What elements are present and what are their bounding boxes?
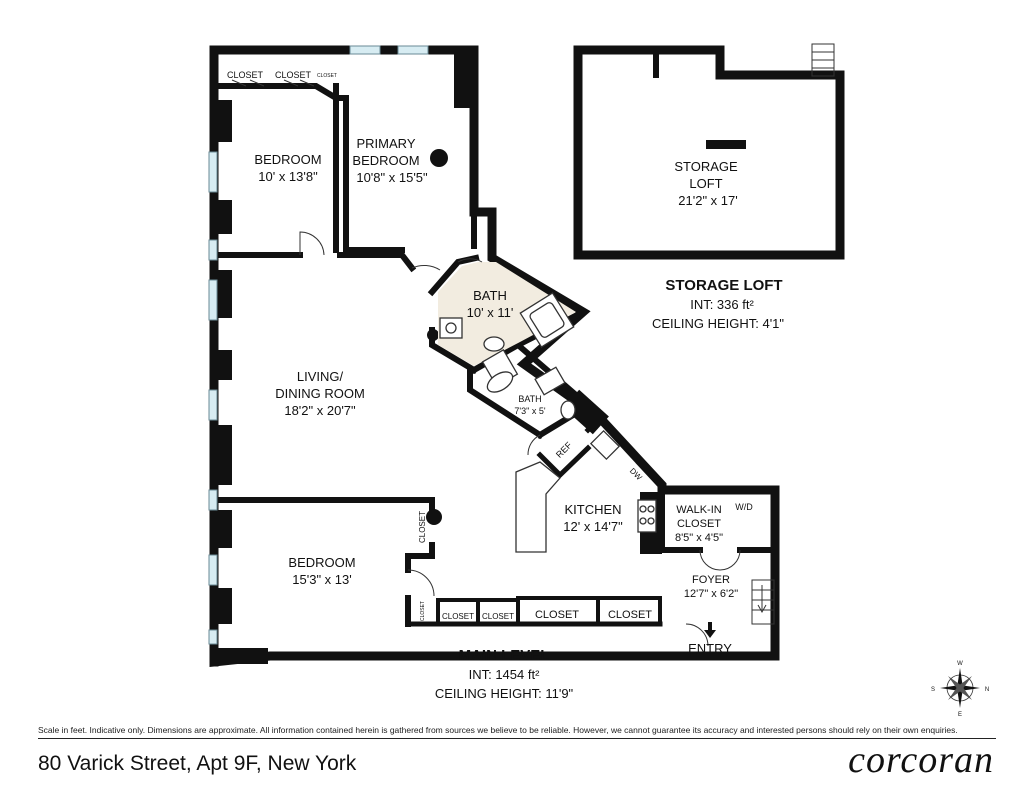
closet-label-small: CLOSET bbox=[420, 601, 426, 621]
storage-loft-title: STORAGE LOFT bbox=[665, 277, 782, 294]
bath2-name: BATH bbox=[518, 394, 541, 404]
storage-loft-int: INT: 336 ft² bbox=[690, 297, 754, 312]
walkin-dims: 8'5" x 4'5" bbox=[675, 532, 723, 544]
storage-loft-walls bbox=[573, 45, 845, 260]
primary-dims: 10'8" x 15'5" bbox=[356, 170, 428, 185]
storage-loft-ceiling: CEILING HEIGHT: 4'1" bbox=[652, 316, 784, 331]
entry-arrow-icon bbox=[704, 622, 716, 638]
closet-label: CLOSET bbox=[275, 70, 312, 80]
doors bbox=[231, 79, 741, 647]
property-address: 80 Varick Street, Apt 9F, New York bbox=[38, 752, 357, 775]
ref-label: REF bbox=[554, 440, 574, 460]
footer-divider bbox=[38, 738, 996, 739]
loft-beam bbox=[706, 140, 746, 149]
loft-stairs bbox=[811, 43, 835, 77]
living-dims: 18'2" x 20'7" bbox=[284, 403, 356, 418]
closet-label: CLOSET bbox=[227, 70, 264, 80]
living-name2: DINING ROOM bbox=[275, 386, 365, 401]
bedroom2-name: BEDROOM bbox=[288, 555, 355, 570]
foyer-stairs bbox=[751, 579, 775, 625]
entry-label: ENTRY bbox=[688, 641, 732, 656]
storage-name2: LOFT bbox=[689, 176, 722, 191]
bedroom1-name: BEDROOM bbox=[254, 152, 321, 167]
walkin-name1: WALK-IN bbox=[676, 504, 721, 516]
kitchen-dims: 12' x 14'7" bbox=[563, 519, 623, 534]
bath1-name: BATH bbox=[473, 288, 507, 303]
bedroom1-dims: 10' x 13'8" bbox=[258, 169, 318, 184]
storage-name1: STORAGE bbox=[674, 159, 738, 174]
living-name1: LIVING/ bbox=[297, 369, 344, 384]
bath-fixtures bbox=[439, 292, 657, 533]
kitchen-island bbox=[515, 461, 561, 553]
walkin-name2: CLOSET bbox=[677, 518, 721, 530]
primary-name2: BEDROOM bbox=[352, 153, 419, 168]
main-level-int: INT: 1454 ft² bbox=[469, 667, 540, 682]
foyer-name: FOYER bbox=[692, 574, 730, 586]
kitchen-name: KITCHEN bbox=[564, 502, 621, 517]
closet-label: CLOSET bbox=[535, 609, 579, 621]
primary-name1: PRIMARY bbox=[357, 136, 416, 151]
storage-dims: 21'2" x 17' bbox=[678, 193, 737, 208]
wall-columns bbox=[210, 50, 662, 664]
closet-label: CLOSET bbox=[317, 73, 337, 79]
brand-logo: corcoran bbox=[848, 739, 994, 781]
bedroom2-dims: 15'3" x 13' bbox=[292, 572, 351, 587]
main-level-ceiling: CEILING HEIGHT: 11'9" bbox=[435, 686, 574, 701]
foyer-dims: 12'7" x 6'2" bbox=[684, 588, 738, 600]
main-level-title: MAIN LEVEL bbox=[459, 647, 550, 664]
closet-label: CLOSET bbox=[442, 612, 474, 621]
closet-label: CLOSET bbox=[482, 612, 514, 621]
bath1-dims: 10' x 11' bbox=[467, 305, 514, 320]
closet-label-vertical: CLOSET bbox=[418, 511, 427, 543]
floor-plan: CLOSET CLOSET CLOSET BEDROOM 10' x 13'8"… bbox=[208, 43, 989, 718]
compass-e: E bbox=[958, 712, 962, 718]
compass-s: S bbox=[931, 687, 935, 693]
disclaimer-text: Scale in feet. Indicative only. Dimensio… bbox=[38, 725, 958, 735]
closet-label: CLOSET bbox=[608, 609, 652, 621]
wd-label: W/D bbox=[735, 502, 753, 512]
bath2-dims: 7'3" x 5' bbox=[514, 406, 545, 416]
compass-w: W bbox=[957, 661, 963, 667]
compass-icon bbox=[940, 668, 980, 708]
bath-tile-floor bbox=[438, 262, 576, 366]
compass-n: N bbox=[985, 687, 989, 693]
